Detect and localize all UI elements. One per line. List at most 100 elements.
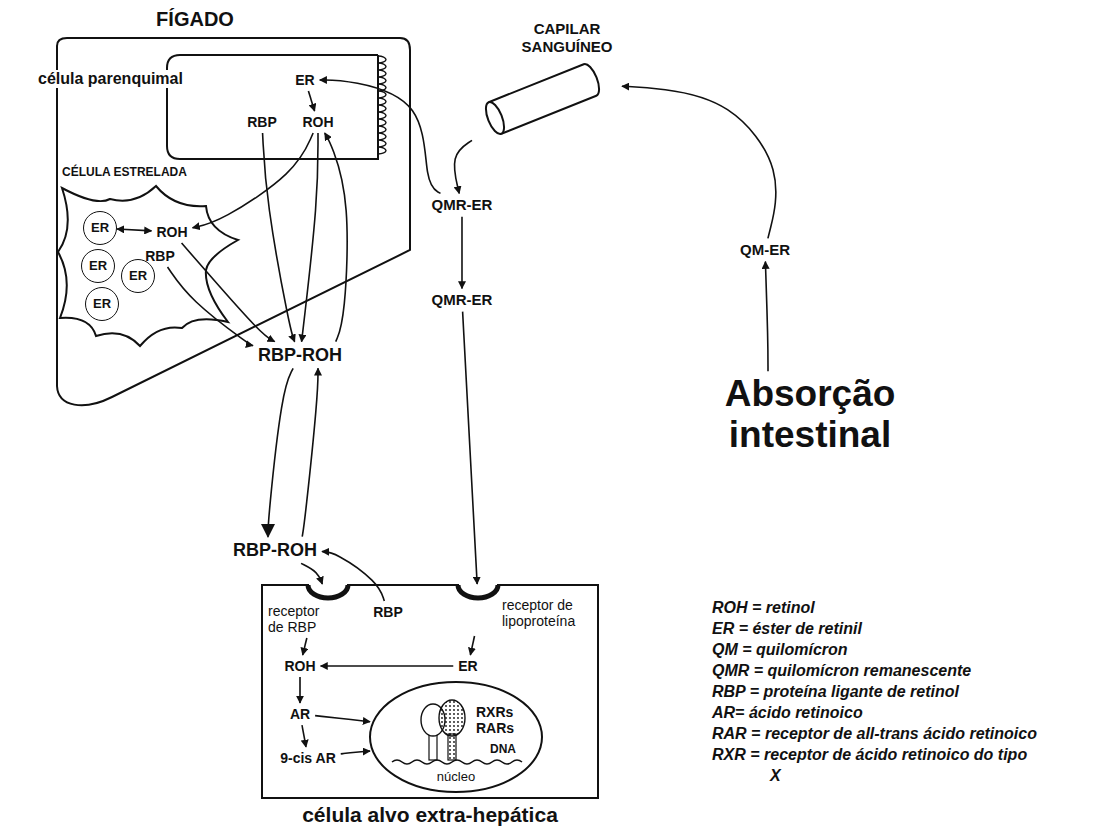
dna-label: DNA [490, 743, 516, 757]
metabolite-label-text: ROH [302, 114, 333, 130]
organ-title: FÍGADO [156, 8, 234, 30]
cell-label: célula alvo extra-hepática [302, 803, 558, 826]
arrow-connector [341, 751, 370, 754]
text-slot: DNA [490, 743, 516, 757]
receptor-label: receptor de lipoproteína [502, 597, 575, 629]
liver-outline [57, 38, 410, 405]
metabolite-label-text: ER [295, 72, 314, 88]
arrow-connector [268, 368, 293, 536]
metabolite-label: ROH [151, 221, 192, 243]
text-slot: FÍGADO [135, 8, 255, 31]
arrow-connector [302, 725, 306, 747]
arrow-connector [454, 140, 472, 193]
connectors [117, 80, 776, 754]
text-slot: CAPILAR SANGUÍNEO [512, 20, 622, 56]
text-slot: núcleo [416, 770, 496, 785]
ester-droplet-text: ER [129, 269, 147, 284]
metabolite-label: RBP [140, 245, 180, 267]
metabolite-label-text: AR [290, 706, 310, 722]
arrow-connector [299, 677, 301, 703]
lipoprotein-receptor: receptor de lipoproteína [455, 584, 597, 636]
text-slot: célula parenquimal [36, 70, 185, 88]
nucleus-outline [370, 682, 542, 792]
arrow-connector [303, 638, 307, 655]
arrow-connector [182, 243, 275, 342]
arrow-connector [765, 262, 768, 372]
abbreviation-entry: QM = quilomícron [712, 639, 1042, 660]
ester-droplet: ER [85, 287, 119, 321]
arrow-connector [315, 716, 370, 722]
outline-group [370, 682, 542, 792]
abbreviation-entry: AR= ácido retinoico [712, 702, 1042, 723]
complex-label-text: RBP-ROH [233, 540, 317, 561]
metabolite-label: AR [285, 703, 315, 725]
text-slot: célula alvo extra-hepática [262, 803, 598, 827]
text-slot: receptor de lipoproteína [502, 597, 594, 629]
capillary-label: CAPILAR SANGUÍNEO [522, 20, 613, 55]
metabolite-label: ER [453, 655, 482, 677]
metabolite-label-text: RBP [145, 248, 175, 264]
lipoprotein-label: QMR-ER [427, 288, 498, 311]
arrow-connector [470, 636, 474, 655]
abbreviation-entry: RBP = proteína ligante de retinol [712, 681, 1042, 702]
receptor-stem [429, 734, 437, 760]
metabolite-label-text: ROH [156, 224, 187, 240]
arrow-connector [322, 552, 384, 601]
blood-capillary: CAPILAR SANGUÍNEO [472, 18, 622, 144]
metabolite-label: ROH [297, 111, 338, 133]
rxr-lobe [439, 700, 465, 736]
abbreviation-entry: ER = éster de retinil [712, 618, 1042, 639]
outline-group [482, 64, 599, 136]
complex-label: RBP-ROH [228, 537, 322, 564]
metabolite-label: 9-cis AR [275, 747, 341, 769]
parenchymal-cell-outline [167, 55, 378, 159]
lipoprotein-label: QMR-ER [427, 193, 498, 216]
target-cell: célula alvo extra-hepática receptor de RB… [258, 578, 603, 830]
metabolite-label: RBP [242, 111, 282, 133]
metabolite-label: RBP [368, 601, 408, 623]
liver-drawing [30, 5, 415, 415]
liver: FÍGADOcélula parenquimalERRBPROHCÉLULA E… [30, 5, 415, 415]
metabolite-label-text: ER [458, 658, 477, 674]
complex-label: RBP-ROH [253, 342, 347, 369]
abbreviation-entry: ROH = retinol [712, 597, 1042, 618]
outline-group [58, 186, 238, 346]
lipoprotein-label: QM-ER [735, 238, 795, 261]
abbreviation-entry: QMR = quilomícron remanescente [712, 660, 1042, 681]
arrow-connector [622, 86, 776, 238]
ester-droplet-text: ER [91, 221, 109, 236]
outline-group [262, 585, 598, 798]
ester-droplet: ER [121, 259, 155, 293]
capillary-tube [489, 64, 599, 134]
lipoprotein-label-text: QM-ER [740, 241, 790, 258]
text-slot: CÉLULA ESTRELADA [62, 166, 187, 180]
arrow-connector [320, 80, 441, 193]
nucleus: RXRs RARsDNA núcleo [370, 682, 542, 792]
target-cell-outline [262, 585, 598, 798]
arrow-connector [308, 91, 314, 111]
capillary-opening [482, 100, 508, 137]
arrow-connector [302, 368, 318, 536]
metabolite-label: ER [290, 69, 319, 91]
parenchymal-cell: célula parenquimalERRBPROH [165, 52, 401, 164]
arrow-connector [117, 229, 151, 231]
receptor-stem [448, 734, 456, 760]
parenchymal-cell-drawing [165, 52, 401, 164]
lipoprotein-label-text: QMR-ER [432, 291, 493, 308]
metabolite-label-text: 9-cis AR [280, 750, 336, 766]
ester-droplet: ER [81, 249, 115, 283]
stellate-cell: CÉLULA ESTRELADA ER ER ER ER ROH RBP [55, 165, 245, 350]
abbreviation-key: ROH = retinolER = éster de retinilQM = q… [712, 597, 1042, 786]
rbp-receptor: receptor de RBP [265, 584, 355, 638]
dna-strand [392, 760, 522, 764]
arrow-connector [321, 665, 454, 667]
receptor-name: RXRs RARs [476, 704, 514, 736]
metabolite-label-text: ROH [284, 658, 315, 674]
lipoprotein-label-text: QMR-ER [432, 196, 493, 213]
arrow-connector [193, 133, 314, 228]
metabolite-label-text: RBP [373, 604, 403, 620]
receptor-label: receptor de RBP [268, 603, 319, 635]
ester-droplet-text: ER [93, 297, 111, 312]
